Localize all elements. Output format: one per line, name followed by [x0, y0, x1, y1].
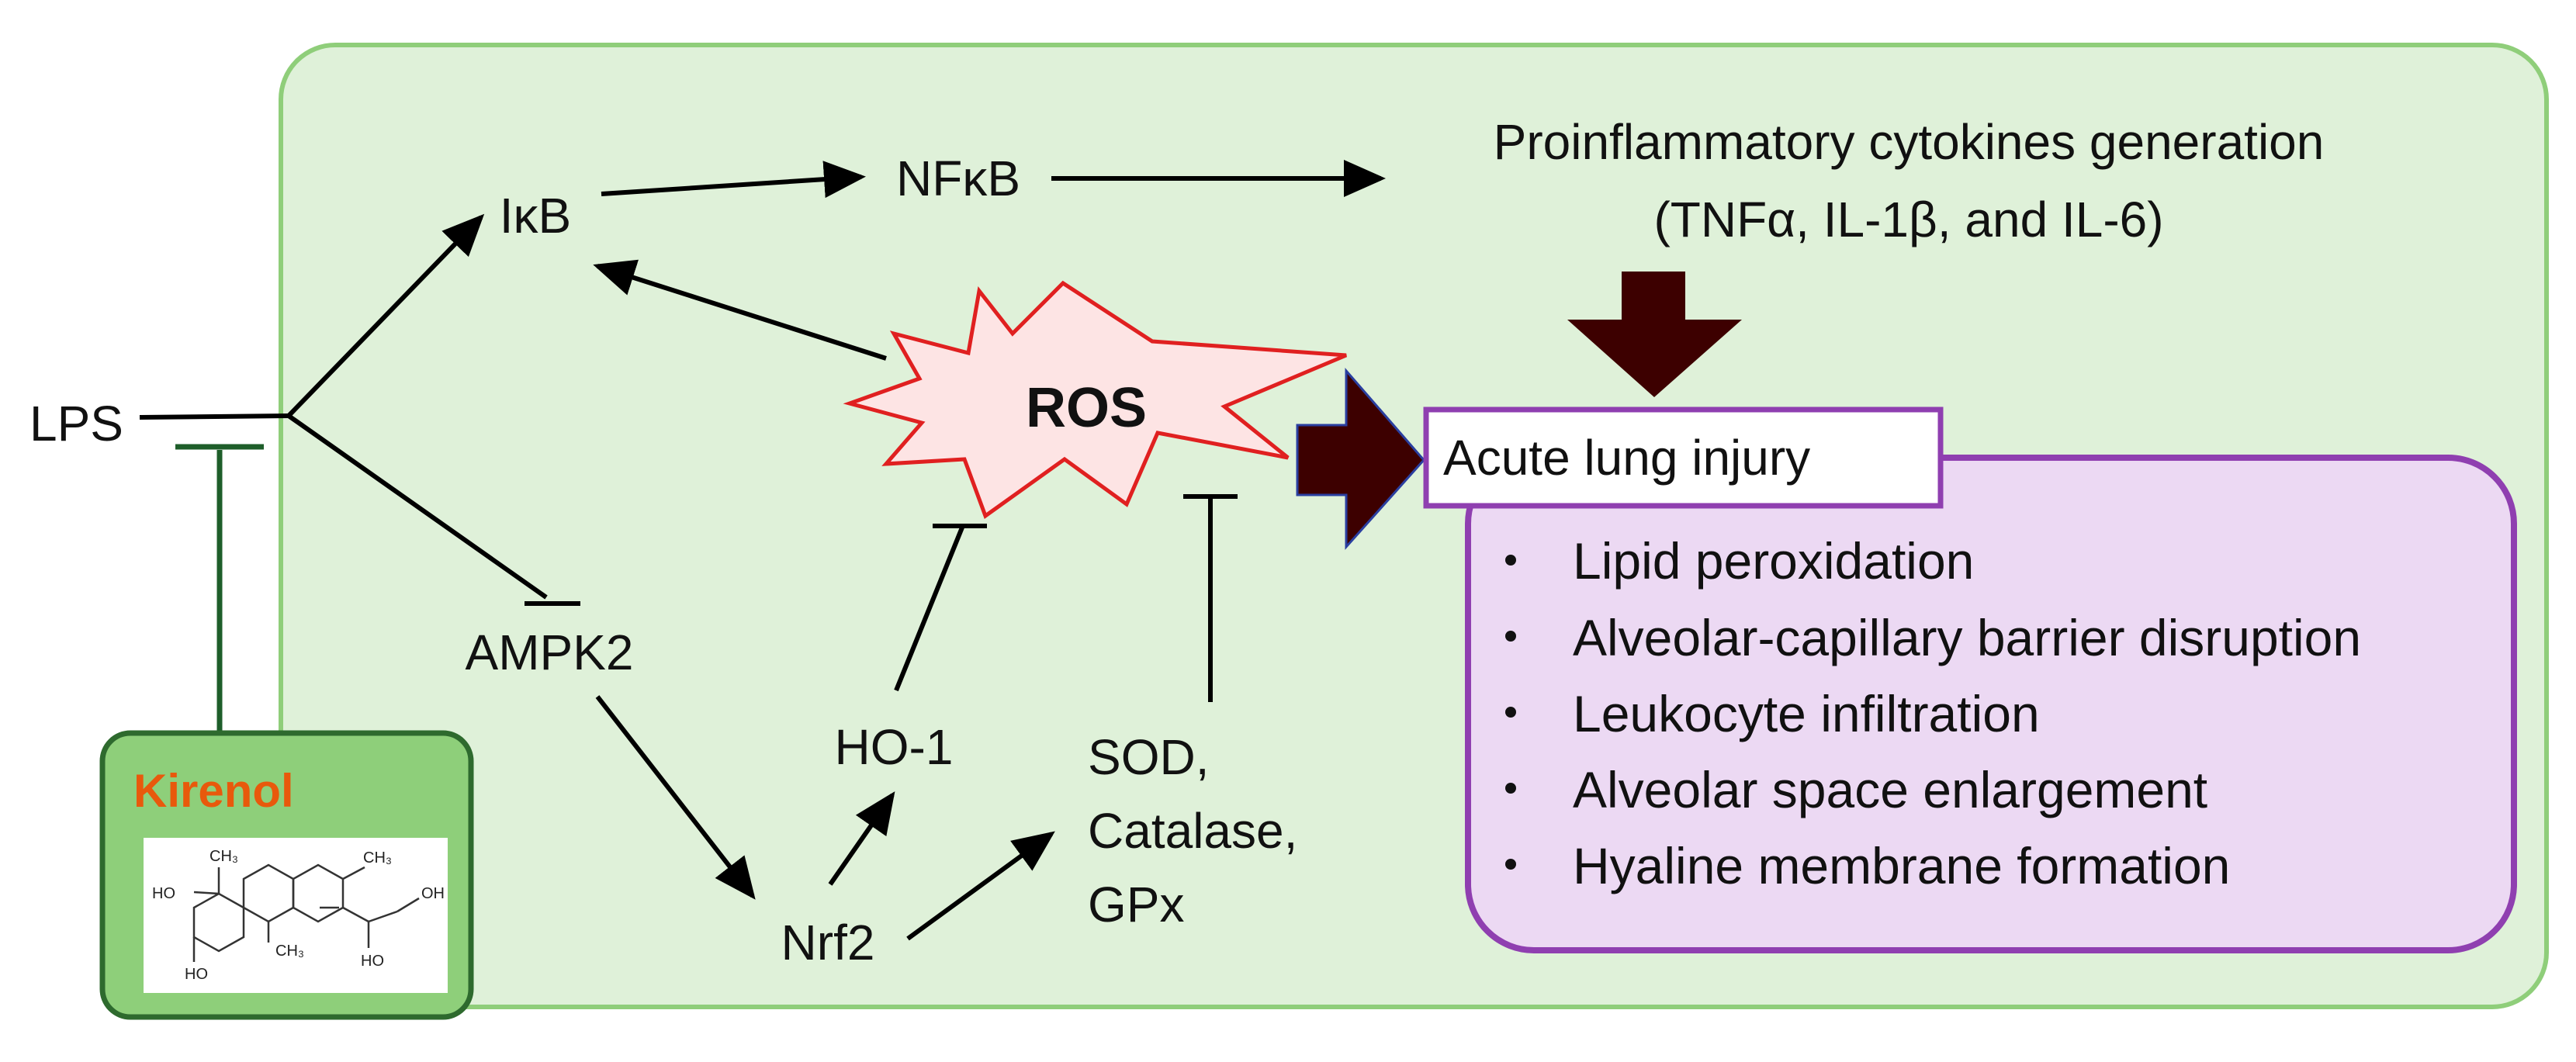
lps-to-ikb-arrow: [286, 213, 485, 418]
injury-feature-item: Leukocyte infiltration: [1573, 685, 2040, 742]
node-ho1: HO-1: [835, 719, 954, 775]
injury-feature-item: Hyaline membrane formation: [1573, 837, 2230, 894]
ikb-to-nfkb-arrow: [601, 161, 866, 199]
ho1-inhibit-ros-line: [894, 526, 964, 692]
cytokines-to-injury-big-arrow: [1567, 272, 1742, 397]
ampk2-to-nrf2-arrow: [595, 695, 756, 900]
kirenol-atom-label: CH₃: [363, 849, 392, 867]
kirenol-atom-label: HO: [152, 885, 175, 902]
kirenol-atom-label: HO: [361, 953, 384, 970]
kirenol-title: Kirenol: [133, 765, 294, 817]
kirenol-atom-label: OH: [421, 885, 445, 902]
node-cytokines-list: (TNFα, IL-1β, and IL-6): [1653, 192, 2163, 247]
node-nrf2: Nrf2: [781, 915, 875, 970]
bullet-dot: [1505, 631, 1516, 642]
nrf2-to-antioxidants-arrow: [906, 831, 1055, 941]
injury-features-panel: [1465, 455, 2517, 953]
bullet-dot: [1505, 859, 1516, 870]
node-ampk2: AMPK2: [466, 624, 634, 680]
injury-feature-item: Alveolar space enlargement: [1573, 761, 2207, 818]
injury-feature-item: Lipid peroxidation: [1573, 532, 1974, 590]
node-nfkb: NFκB: [896, 150, 1020, 206]
node-antioxidant-sod: SOD,: [1088, 729, 1209, 785]
node-ikb: IκB: [500, 188, 571, 244]
ros-to-ikb-arrow: [593, 259, 887, 361]
acute-lung-injury-box: [1423, 406, 1944, 509]
bullet-dot: [1505, 555, 1516, 566]
ros-burst-shape: [843, 280, 1347, 519]
node-antioxidant-catalase: Catalase,: [1088, 803, 1297, 859]
acute-lung-injury-title: Acute lung injury: [1443, 430, 1810, 486]
ros-to-injury-big-arrow: [1296, 367, 1425, 550]
kirenol-atom-label: HO: [185, 966, 208, 983]
bullet-dot: [1505, 783, 1516, 794]
kirenol-structure-drawing: [192, 863, 420, 962]
lps-trunk-line: [139, 413, 289, 420]
kirenol-atom-label: CH₃: [275, 943, 304, 960]
lps-inhibits-ampk2-line: [287, 413, 548, 600]
node-cytokines-title: Proinflammatory cytokines generation: [1494, 114, 2325, 170]
kirenol-atom-label: CH₃: [209, 848, 238, 865]
injury-feature-item: Alveolar-capillary barrier disruption: [1573, 609, 2361, 666]
injury-features-list: Lipid peroxidation Alveolar-capillary ba…: [1505, 532, 2361, 894]
node-antioxidant-gpx: GPx: [1088, 877, 1184, 932]
bullet-dot: [1505, 707, 1516, 718]
node-lps: LPS: [29, 396, 123, 451]
nrf2-to-ho1-arrow: [828, 791, 895, 886]
ros-label: ROS: [1026, 377, 1147, 439]
